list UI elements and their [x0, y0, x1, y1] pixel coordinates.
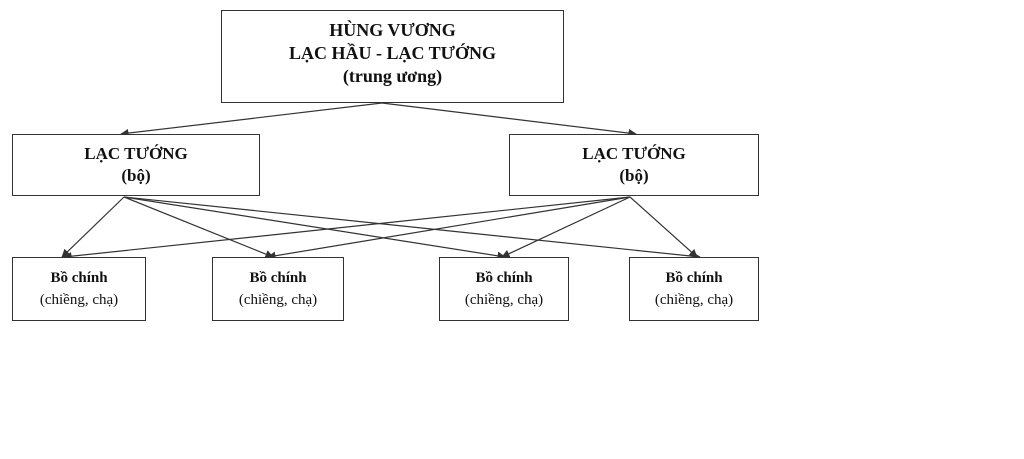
edge-right-to-bo-4	[629, 196, 698, 258]
bo-chinh-node-3: Bồ chính (chiềng, chạ)	[439, 257, 569, 321]
bo-chinh-title: Bồ chính	[475, 270, 533, 286]
bo-chinh-node-1: Bồ chính (chiềng, chạ)	[12, 257, 146, 321]
edge-central-to-left	[120, 102, 383, 138]
lac-tuong-node-right: LẠC TƯỚNG (bộ)	[509, 134, 759, 196]
bo-chinh-node-4: Bồ chính (chiềng, chạ)	[629, 257, 759, 321]
bo-chinh-level: (chiềng, chạ)	[39, 292, 119, 308]
edge-central-to-right	[381, 102, 637, 138]
central-node: HÙNG VƯƠNG LẠC HẦU - LẠC TƯỚNG (trung ươ…	[221, 10, 564, 103]
bo-chinh-title: Bồ chính	[665, 270, 723, 286]
lac-tuong-node-left: LẠC TƯỚNG (bộ)	[12, 134, 260, 196]
bo-chinh-title: Bồ chính	[249, 270, 307, 286]
edge-right-to-bo-2	[267, 196, 631, 260]
bo-chinh-node-2: Bồ chính (chiềng, chạ)	[212, 257, 344, 321]
lac-tuong-title: LẠC TƯỚNG	[582, 144, 686, 163]
edge-right-to-bo-3	[501, 196, 631, 258]
edge-left-to-bo-2	[123, 196, 274, 259]
edge-left-to-bo-4	[123, 196, 701, 261]
central-node-title: HÙNG VƯƠNG	[329, 20, 456, 40]
lac-tuong-level: (bộ)	[121, 166, 151, 185]
lac-tuong-level: (bộ)	[619, 166, 649, 185]
lac-tuong-title: LẠC TƯỚNG	[84, 144, 188, 163]
bo-chinh-level: (chiềng, chạ)	[464, 292, 544, 308]
edge-left-to-bo-1	[61, 196, 125, 258]
central-node-level: (trung ương)	[342, 66, 443, 86]
edge-right-to-bo-1	[63, 196, 631, 261]
bo-chinh-title: Bồ chính	[50, 270, 108, 286]
edge-left-to-bo-3	[123, 196, 506, 260]
bo-chinh-level: (chiềng, chạ)	[238, 292, 318, 308]
bo-chinh-level: (chiềng, chạ)	[654, 292, 734, 308]
central-node-subtitle: LẠC HẦU - LẠC TƯỚNG	[288, 43, 496, 63]
